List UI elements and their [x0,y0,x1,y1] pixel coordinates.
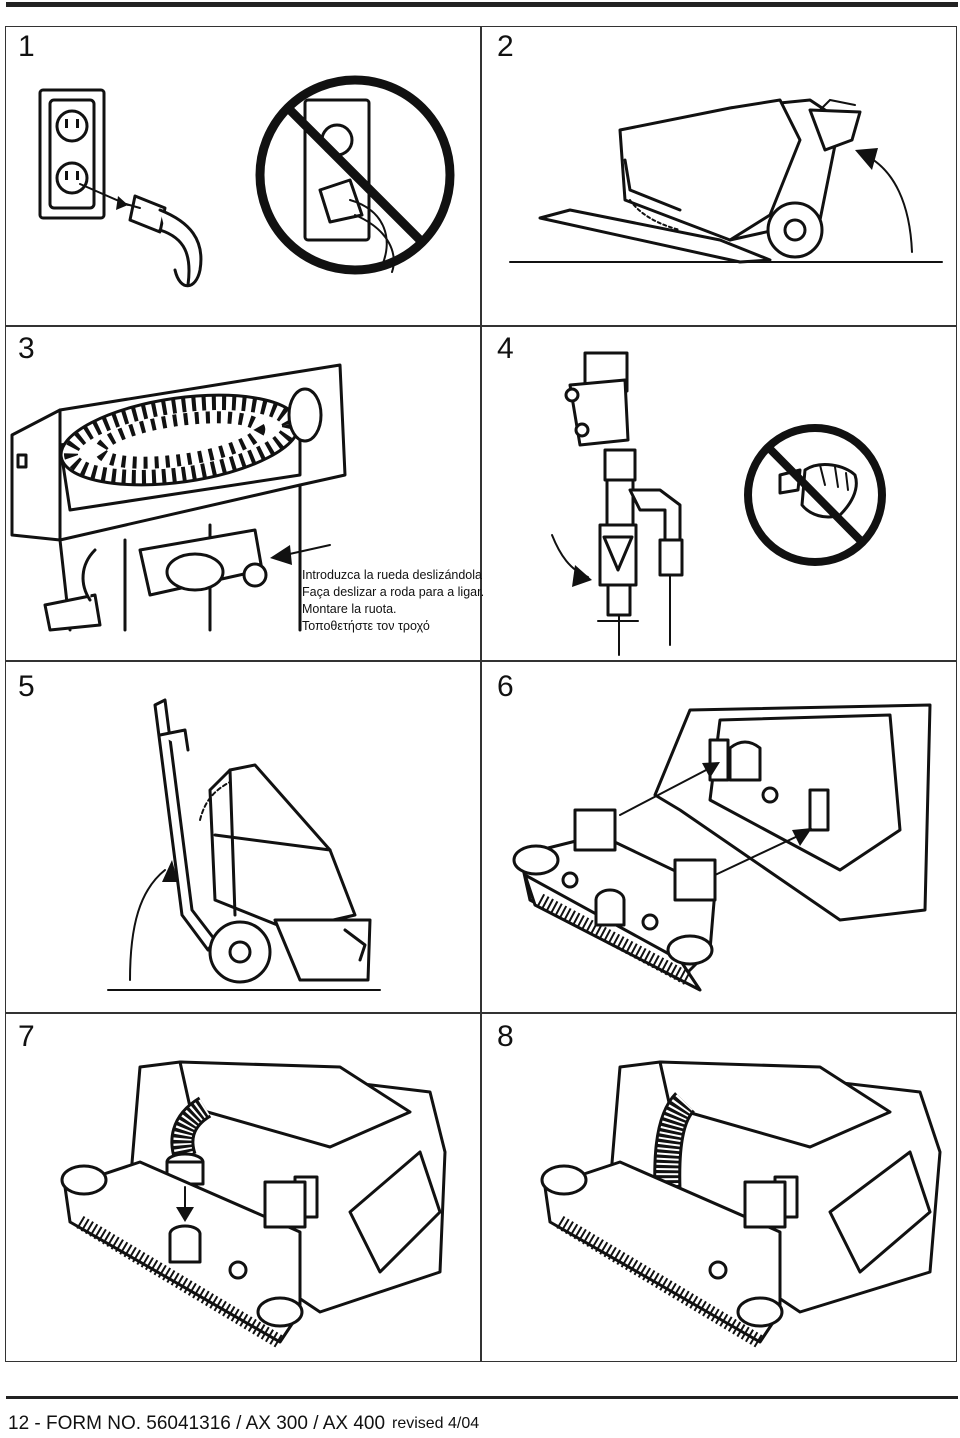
form-number: 12 - FORM NO. 56041316 / AX 300 / AX 400 [8,1413,386,1434]
prohibited-icon [255,75,455,275]
machine-upright-icon [107,698,381,991]
panel-number-5: 5 [18,670,35,703]
panel-3-illustration [10,363,347,632]
grid-divider-row-3 [5,1012,957,1014]
grid-divider-row-1 [5,325,957,327]
panel-number-3: 3 [18,332,35,365]
caption-line-es: Introduzca la rueda deslizándola [302,568,482,582]
prohibited-hand-icon [744,424,886,566]
top-rule [6,2,958,7]
wall-outlet-icon [38,88,106,220]
plug-icon [125,194,203,288]
panel-8-illustration [540,1060,942,1349]
panel-7-illustration [60,1060,447,1349]
caption-line-pt: Faça deslizar a roda para a ligar. [302,585,485,599]
machine-tilted-icon [509,98,943,264]
panel-5-illustration [107,698,381,991]
page-footer: 12 - FORM NO. 56041316 / AX 300 / AX 400… [8,1413,479,1435]
caption-line-el: Τοποθετήστε τον τροχό [302,619,430,633]
bottom-rule [6,1396,958,1399]
panel-number-8: 8 [497,1020,514,1053]
panel-4-illustration [551,351,886,656]
panel-1-illustration [38,75,455,288]
panel-2-illustration [509,98,943,264]
squeegee-assembly-icon [60,1160,307,1349]
panel-number-7: 7 [18,1020,35,1053]
brush-housing-icon [10,363,347,632]
caption-line-it: Montare la ruota. [302,602,397,616]
squeegee-assembly-icon [512,808,717,992]
panel-number-2: 2 [497,30,514,63]
panel-number-1: 1 [18,30,35,63]
grid-divider-row-2 [5,660,957,662]
panel-number-6: 6 [497,670,514,703]
panel-number-4: 4 [497,332,514,365]
grid-divider-vertical [480,26,482,1362]
revision-date: revised 4/04 [392,1415,480,1432]
wheel-install-caption: Introduzca la rueda deslizándola Faça de… [302,567,484,635]
squeegee-assembly-icon [540,1160,787,1349]
machine-base-icon [653,703,932,922]
panel-6-illustration [512,703,932,992]
valve-assembly-icon [564,351,684,656]
